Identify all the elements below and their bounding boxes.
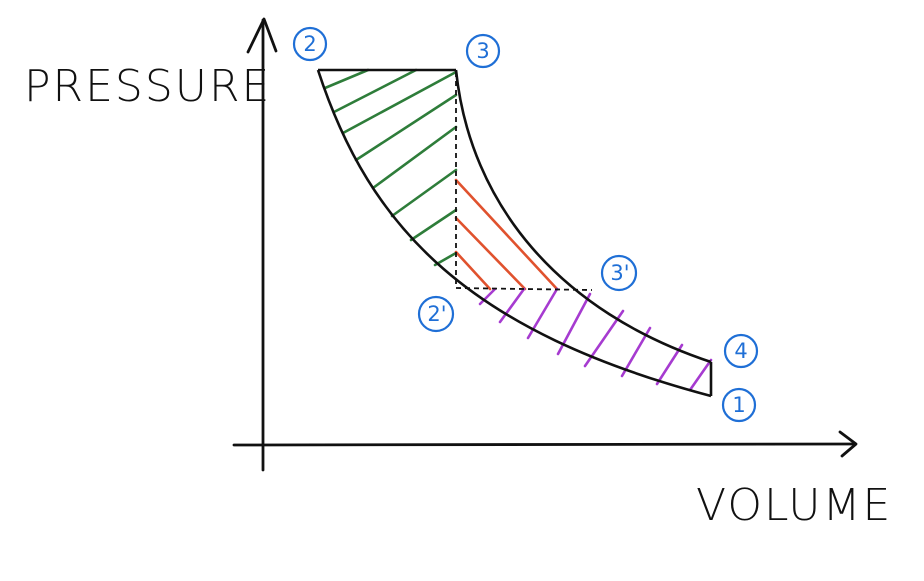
x-axis bbox=[232, 442, 857, 447]
hatch-red-line bbox=[454, 178, 559, 291]
hatch-purple-line bbox=[498, 287, 526, 324]
y-axis-arrowhead bbox=[246, 17, 278, 54]
x-axis-label: VOLUME bbox=[696, 480, 892, 531]
hatch-green-region bbox=[323, 68, 458, 267]
state-3-label: 3 bbox=[476, 39, 489, 63]
state-3prime-label: 3' bbox=[610, 261, 629, 285]
state-2prime-circle bbox=[417, 295, 455, 333]
hatch-purple-line bbox=[526, 287, 559, 340]
state-3-circle bbox=[465, 33, 501, 69]
hatch-green-line bbox=[390, 168, 458, 218]
state-3-marker: 3 bbox=[465, 33, 501, 69]
state-1-circle bbox=[721, 387, 757, 423]
hatch-purple-line bbox=[478, 287, 497, 306]
hatch-purple-line bbox=[688, 358, 713, 392]
state-2-marker: 2 bbox=[292, 26, 328, 62]
hatch-green-line bbox=[332, 68, 418, 114]
hatch-green-line bbox=[323, 68, 370, 90]
hatch-green-line bbox=[354, 93, 458, 162]
cycle-outline bbox=[316, 68, 713, 398]
compression-curve-1-to-2 bbox=[316, 69, 712, 398]
state-3prime-marker: 3' bbox=[600, 254, 638, 292]
state-2-label: 2 bbox=[303, 32, 316, 56]
hatch-red-region bbox=[454, 178, 559, 291]
hatch-red-line bbox=[454, 250, 492, 291]
hatch-green-line bbox=[409, 208, 458, 242]
state-4-marker: 4 bbox=[723, 333, 759, 369]
state-3prime-circle bbox=[600, 254, 638, 292]
state-1-label: 1 bbox=[732, 393, 745, 417]
state-2prime-label: 2' bbox=[427, 302, 446, 326]
hatch-purple-line bbox=[655, 343, 684, 386]
hatch-green-line bbox=[341, 70, 458, 135]
state-2-circle bbox=[292, 26, 328, 62]
dashed-horizontal-2prime-to-3prime bbox=[455, 287, 593, 291]
y-axis-label: PRESSURE bbox=[24, 61, 271, 112]
state-2prime-marker: 2' bbox=[417, 295, 455, 333]
expansion-curve-3-to-4 bbox=[454, 69, 712, 364]
state-4-circle bbox=[723, 333, 759, 369]
hatch-red-line bbox=[454, 216, 527, 291]
hatch-green-line bbox=[371, 125, 458, 190]
state-1-marker: 1 bbox=[721, 387, 757, 423]
state-4-label: 4 bbox=[734, 339, 747, 363]
axes bbox=[232, 17, 858, 472]
x-axis-arrowhead bbox=[838, 430, 858, 458]
